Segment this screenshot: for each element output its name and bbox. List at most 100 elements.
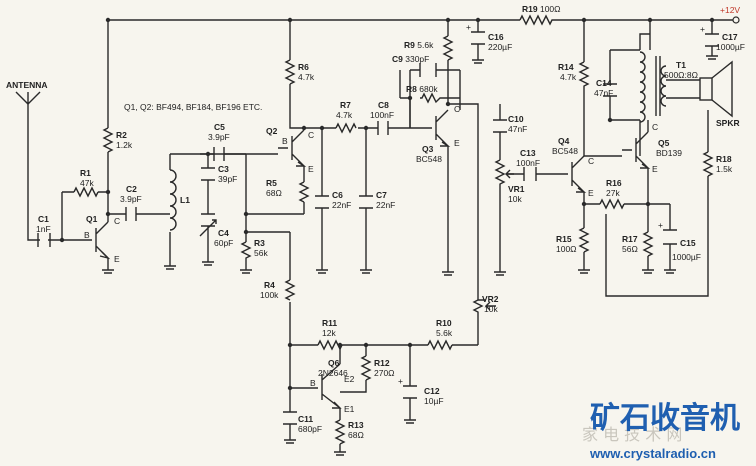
C6-symbol — [315, 195, 329, 209]
C7-symbol — [359, 195, 373, 209]
C4-val: 60pF — [214, 238, 233, 248]
R9-symbol — [442, 35, 454, 61]
C12-ref: C12 — [424, 386, 440, 396]
R19-ref: R19 — [522, 4, 538, 14]
C6-val: 22nF — [332, 200, 351, 210]
capacitor-symbols — [37, 31, 719, 425]
R8-val: 680k — [419, 84, 438, 94]
VR1-symbol — [494, 159, 506, 188]
junction-dots — [59, 17, 715, 391]
R11-ref: R11 — [322, 318, 337, 328]
R8-symbol — [420, 92, 460, 104]
C7-val: 22nF — [376, 200, 395, 210]
VR1-val: 10k — [508, 194, 522, 204]
C12-plus: + — [398, 376, 403, 386]
R14-val: 4.7k — [560, 72, 577, 82]
Q6-b: B — [310, 378, 316, 388]
C2-val: 3.9pF — [120, 194, 142, 204]
R19-label: R19 100Ω — [522, 4, 561, 14]
C8-symbol — [377, 121, 389, 135]
C6-ref: C6 — [332, 190, 343, 200]
C12-val: 10µF — [424, 396, 444, 406]
R3-symbol — [240, 241, 252, 262]
speaker-icon — [699, 60, 733, 118]
R18-val: 1.5k — [716, 164, 733, 174]
T1-ref: T1 — [676, 60, 686, 70]
R9-ref: R9 — [404, 40, 415, 50]
Q1-b: B — [84, 230, 90, 240]
R16-val: 27k — [606, 188, 620, 198]
C2-symbol — [125, 207, 137, 221]
C15-val: 1000µF — [672, 252, 701, 262]
Q1-e: E — [114, 254, 120, 264]
C5-val: 3.9pF — [208, 132, 230, 142]
C14-val: 47nF — [594, 88, 613, 98]
C1-ref: C1 — [38, 214, 49, 224]
C17-ref: C17 — [722, 32, 738, 42]
Q5-c: C — [652, 122, 658, 132]
R4-symbol — [284, 279, 296, 301]
R16-symbol — [599, 198, 625, 210]
C16-symbol — [471, 31, 485, 45]
R11-symbol — [317, 339, 343, 351]
R12-ref: R12 — [374, 358, 390, 368]
R5-val: 68Ω — [266, 188, 282, 198]
Q4-val: BC548 — [552, 146, 578, 156]
R10-val: 5.6k — [436, 328, 453, 338]
R9-val: 5.6k — [417, 40, 434, 50]
C5-ref: C5 — [214, 122, 225, 132]
ujt-and-arrows — [99, 141, 651, 409]
C13-ref: C13 — [520, 148, 536, 158]
VR2-ref: VR2 — [482, 294, 499, 304]
R2-val: 1.2k — [116, 140, 133, 150]
supply-terminal — [732, 16, 740, 24]
R15-ref: R15 — [556, 234, 572, 244]
C3-symbol — [201, 167, 215, 181]
Q1-c: C — [114, 216, 120, 226]
C8-ref: C8 — [378, 100, 389, 110]
C14-symbol — [603, 83, 617, 97]
R6-val: 4.7k — [298, 72, 315, 82]
Q3-ref: Q3 — [422, 144, 434, 154]
labels: +12V Q1, Q2: BF494, BF184, BF196 ETC. AN… — [6, 4, 745, 440]
T1-transformer — [639, 51, 667, 123]
Q2-b: B — [282, 136, 288, 146]
Q3-c: C — [454, 104, 460, 114]
C10-ref: C10 — [508, 114, 524, 124]
R3-ref: R3 — [254, 238, 265, 248]
Q6-ref: Q6 — [328, 358, 340, 368]
R19-val: 100Ω — [540, 4, 561, 14]
R17-val: 56Ω — [622, 244, 638, 254]
C3-val: 39pF — [218, 174, 237, 184]
ground-symbols — [102, 55, 718, 456]
R12-val: 270Ω — [374, 368, 395, 378]
supply-label: +12V — [720, 5, 740, 15]
C9-val: 330pF — [405, 54, 429, 64]
C9-ref: C9 — [392, 54, 403, 64]
T1-val: 500Ω:8Ω — [664, 70, 698, 80]
resistor-symbols — [73, 14, 714, 445]
R1-val: 47k — [80, 178, 94, 188]
C16-val: 220µF — [488, 42, 512, 52]
R4-ref: R4 — [264, 280, 275, 290]
C4-symbol — [201, 213, 215, 227]
VR2-val: 10k — [484, 304, 498, 314]
R2-symbol — [102, 127, 114, 153]
watermark-url: www.crystalradio.cn — [589, 446, 716, 461]
C13-val: 100nF — [516, 158, 540, 168]
R11-val: 12k — [322, 328, 336, 338]
R12-symbol — [360, 355, 372, 381]
R15-symbol — [578, 227, 590, 253]
R4-val: 100k — [260, 290, 279, 300]
VR2-symbol — [472, 299, 484, 316]
Q2-e: E — [308, 164, 314, 174]
R18-ref: R18 — [716, 154, 732, 164]
Q6-e2: E2 — [344, 374, 355, 384]
watermark: 家 电 技 术 网 矿石收音机 www.crystalradio.cn — [582, 401, 740, 461]
C3-ref: C3 — [218, 164, 229, 174]
R7-val: 4.7k — [336, 110, 353, 120]
R10-symbol — [427, 339, 453, 351]
L1-ref: L1 — [180, 195, 190, 205]
